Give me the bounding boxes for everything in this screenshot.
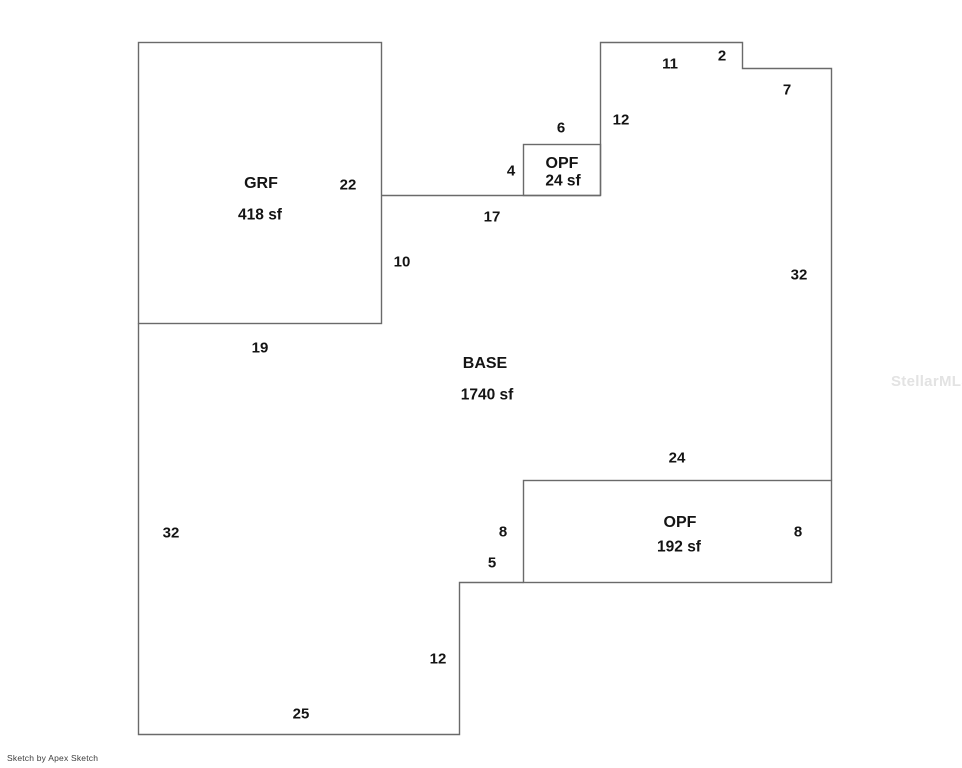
dimension-label: 25 bbox=[292, 705, 310, 723]
opf-192-outline bbox=[522, 479, 833, 584]
dimension-label: 12 bbox=[429, 650, 447, 668]
dimension-label: 10 bbox=[393, 253, 411, 271]
area-name: OPF bbox=[663, 514, 697, 531]
area-size: 418 sf bbox=[238, 206, 282, 224]
dimension-label: 11 bbox=[662, 55, 678, 73]
dimension-label: 17 bbox=[483, 208, 501, 226]
dimension-label: 12 bbox=[612, 111, 630, 129]
dimension-label: 32 bbox=[790, 266, 808, 284]
area-name: BASE bbox=[462, 355, 508, 372]
area-size: 1740 sf bbox=[460, 386, 514, 404]
dimension-label: 32 bbox=[162, 524, 180, 542]
dimension-label: 5 bbox=[487, 554, 497, 572]
dimension-label: 8 bbox=[498, 523, 508, 541]
area-size: 192 sf bbox=[657, 538, 701, 556]
dimension-label: 4 bbox=[506, 162, 516, 180]
dimension-label: 19 bbox=[251, 339, 269, 357]
dimension-label: 6 bbox=[556, 119, 566, 137]
dimension-label: 7 bbox=[782, 81, 792, 99]
apex-sketch-credit: Sketch by Apex Sketch bbox=[7, 753, 99, 763]
grf-area-outline bbox=[137, 41, 383, 325]
dimension-label: 24 bbox=[668, 449, 686, 467]
dimension-label: 8 bbox=[793, 523, 803, 541]
area-name: GRF bbox=[244, 175, 278, 192]
dimension-label: 22 bbox=[339, 176, 357, 194]
dimension-label: 2 bbox=[717, 47, 727, 65]
area-size: 24 sf bbox=[545, 172, 581, 190]
base-area-outline bbox=[137, 41, 833, 736]
area-name: OPF bbox=[545, 155, 579, 172]
